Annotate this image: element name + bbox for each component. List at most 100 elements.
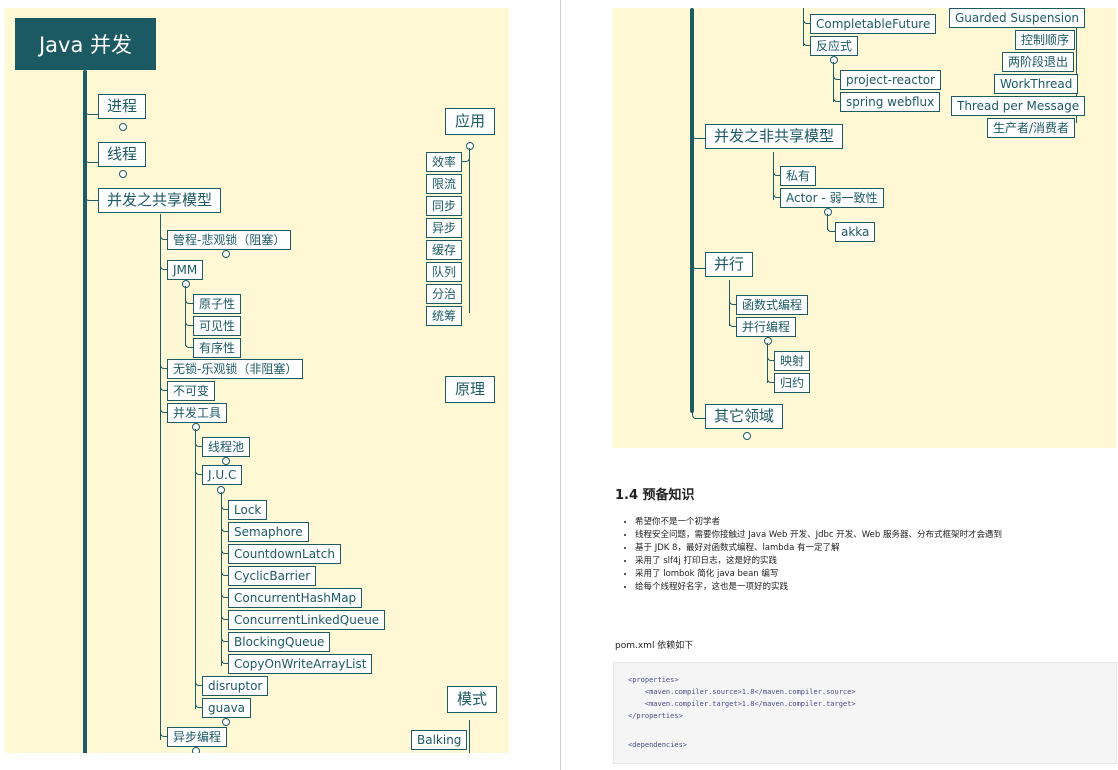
connector [773,188,781,198]
connector [833,92,841,102]
connector [692,128,706,139]
expand-icon[interactable] [192,747,200,753]
expand-icon[interactable] [466,142,474,150]
expand-icon[interactable] [222,457,230,465]
head-pattern[interactable]: 模式 [447,686,498,713]
app-efficiency[interactable]: 效率 [426,152,463,172]
app-async[interactable]: 异步 [426,218,463,238]
node-monitor-lock[interactable]: 管程-悲观锁（阻塞） [167,230,292,250]
node-visibility[interactable]: 可见性 [193,316,242,336]
branch-non-shared-model[interactable]: 并发之非共享模型 [705,124,844,149]
app-cache[interactable]: 缓存 [426,240,463,260]
pattern-balking[interactable]: Balking [411,730,468,750]
connector [773,166,781,176]
expand-icon[interactable] [182,280,190,288]
head-principle[interactable]: 原理 [445,376,496,403]
connector [803,36,811,46]
connector [160,403,168,413]
list-item: 基于 JDK 8，最好对函数式编程、lambda 有一定了解 [635,542,1002,555]
node-map[interactable]: 映射 [774,351,811,371]
juc-concurrenthashmap[interactable]: ConcurrentHashMap [228,588,363,608]
node-lockfree[interactable]: 无锁-乐观锁（非阻塞） [167,359,304,379]
expand-icon[interactable] [830,56,838,64]
expand-icon[interactable] [743,432,751,440]
reactive-project-reactor[interactable]: project-reactor [840,70,941,90]
node-tools[interactable]: 并发工具 [167,403,228,423]
juc-lock[interactable]: Lock [228,500,268,520]
expand-icon[interactable] [119,170,127,178]
node-async[interactable]: 异步编程 [167,727,228,747]
right-mindmap-page: CompletableFuture 反应式 project-reactor sp… [613,8,1116,448]
app-queue[interactable]: 队列 [426,262,463,282]
app-ratelimit[interactable]: 限流 [426,174,463,194]
list-item: 希望你不是一个初学者 [635,516,1002,529]
app-sync[interactable]: 同步 [426,196,463,216]
branch-parallel[interactable]: 并行 [705,252,754,277]
branch-thread[interactable]: 线程 [98,142,147,167]
connector [221,522,229,532]
juc-blockingqueue[interactable]: BlockingQueue [228,632,331,652]
node-immutable[interactable]: 不可变 [167,381,216,401]
connector [221,654,229,664]
branch-process[interactable]: 进程 [98,94,147,119]
connector [185,338,194,348]
pattern-control-order[interactable]: 控制顺序 [1015,30,1076,50]
juc-countdownlatch[interactable]: CountdownLatch [228,544,341,564]
code-line: <properties> [628,676,679,684]
node-threadpool[interactable]: 线程池 [202,437,251,457]
node-ordering[interactable]: 有序性 [193,338,242,358]
pattern-workthread[interactable]: WorkThread [994,74,1079,94]
juc-copyonwritearraylist[interactable]: CopyOnWriteArrayList [228,654,373,674]
connector [221,492,222,666]
connector [803,14,811,24]
expand-icon[interactable] [222,718,230,726]
branch-other-fields[interactable]: 其它领域 [705,404,784,429]
pattern-two-phase-exit[interactable]: 两阶段退出 [1002,52,1075,72]
node-guava[interactable]: guava [202,698,252,718]
juc-semaphore[interactable]: Semaphore [228,522,309,542]
juc-concurrentlinkedqueue[interactable]: ConcurrentLinkedQueue [228,610,386,630]
node-actor[interactable]: Actor - 弱一致性 [780,188,884,208]
connector [469,720,470,753]
node-reactive[interactable]: 反应式 [810,36,859,56]
node-functional[interactable]: 函数式编程 [736,295,809,315]
expand-icon[interactable] [192,423,200,431]
expand-icon[interactable] [824,208,832,216]
connector [767,343,768,383]
head-application[interactable]: 应用 [445,108,496,135]
expand-icon[interactable] [222,250,230,258]
main-trunk [83,70,87,753]
mindmap-root[interactable]: Java 并发 [15,18,156,70]
branch-shared-model[interactable]: 并发之共享模型 [98,188,222,213]
node-parallel-programming[interactable]: 并行编程 [736,317,797,337]
node-akka[interactable]: akka [835,222,876,242]
node-jmm[interactable]: JMM [167,260,204,280]
code-line: <dependencies> [628,741,688,749]
pattern-thread-per-message[interactable]: Thread per Message [951,96,1086,116]
list-item: 给每个线程好名字，这也是一项好的实践 [635,581,1002,594]
juc-cyclicbarrier[interactable]: CyclicBarrier [228,566,317,586]
main-trunk [690,8,694,413]
expand-icon[interactable] [764,337,772,345]
node-disruptor[interactable]: disruptor [202,676,269,696]
node-completablefuture[interactable]: CompletableFuture [810,14,937,34]
node-private[interactable]: 私有 [780,166,817,186]
reactive-spring-webflux[interactable]: spring webflux [840,92,941,112]
connector [185,294,194,304]
connector [160,727,168,737]
node-juc[interactable]: J.U.C [202,465,243,485]
expand-icon[interactable] [119,123,127,131]
node-reduce[interactable]: 归约 [774,373,811,393]
node-atomicity[interactable]: 原子性 [193,294,242,314]
connector [1076,8,1077,123]
list-item: 线程安全问题，需要你接触过 Java Web 开发、Jdbc 开发、Web 服务… [635,529,1002,542]
pattern-producer-consumer[interactable]: 生产者/消费者 [987,118,1076,138]
connector [767,351,775,361]
connector [221,544,229,554]
connector [85,152,99,163]
pattern-guarded-suspension[interactable]: Guarded Suspension [949,8,1086,28]
app-divide[interactable]: 分治 [426,284,463,304]
app-overall[interactable]: 统筹 [426,306,463,326]
connector [692,258,706,269]
connector [195,429,196,709]
